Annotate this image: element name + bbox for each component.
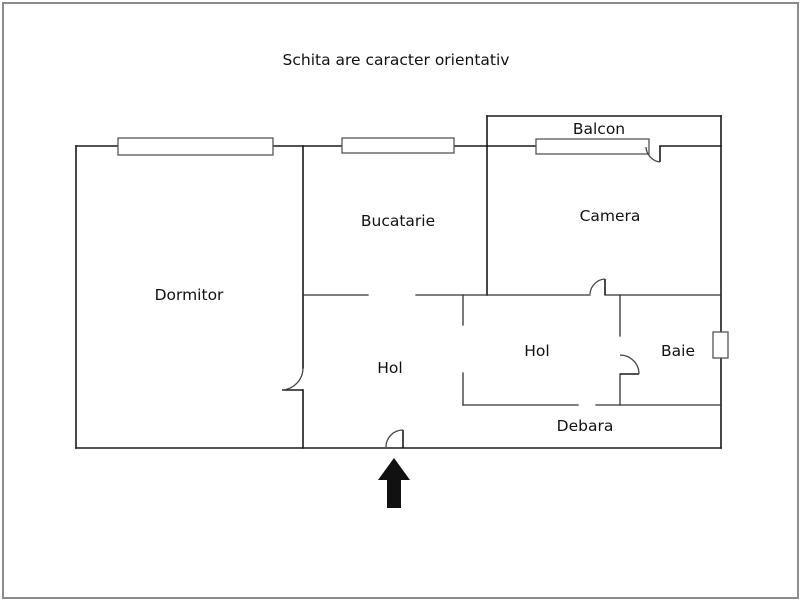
window-baie [712,331,729,359]
door-baie [619,354,640,375]
windows [117,137,729,359]
door-dormitor [281,367,304,391]
entrance-arrow [378,458,410,508]
room-labels: Dormitor Bucatarie Camera Balcon Hol Hol… [155,120,695,435]
door-balcon [645,146,661,163]
exterior-walls [75,115,722,449]
window-dormitor [117,137,274,156]
room-label-dormitor: Dormitor [155,286,224,304]
door-camera [589,278,606,295]
door-intrare [385,429,404,448]
room-label-camera: Camera [580,207,641,225]
window-bucatarie [341,137,455,154]
room-label-bucatarie: Bucatarie [361,212,435,230]
room-label-hol-central: Hol [377,359,402,377]
room-label-baie: Baie [661,342,695,360]
room-label-debara: Debara [557,417,614,435]
room-label-balcon: Balcon [573,120,625,138]
window-balcon [535,138,650,155]
room-label-hol-dreapta: Hol [524,342,549,360]
interior-walls [302,145,722,449]
doors [281,146,661,448]
page-title: Schita are caracter orientativ [283,51,510,69]
